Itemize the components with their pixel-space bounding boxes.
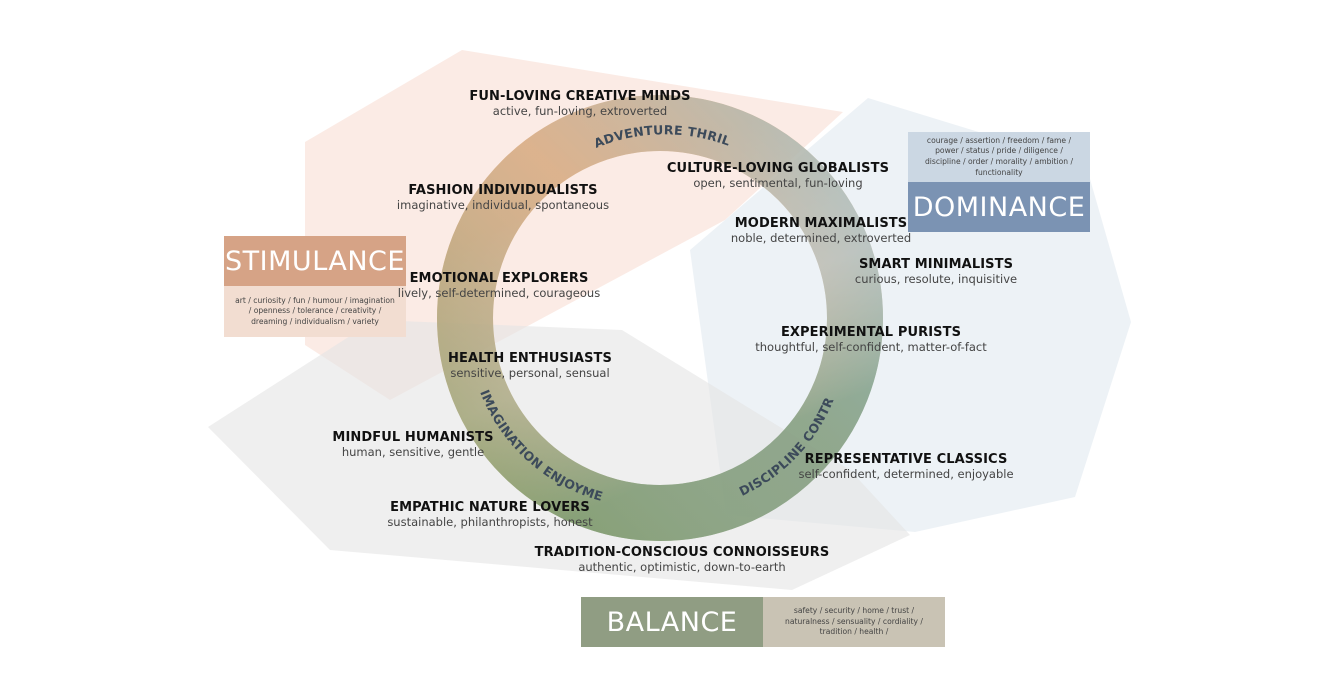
segment-name: SMART MINIMALISTS (858, 257, 1014, 272)
segment-name: HEALTH ENTHUSIASTS (448, 351, 612, 366)
segment-traits: lively, self-determined, courageous (397, 285, 601, 300)
segment-name: FASHION INDIVIDUALISTS (408, 183, 598, 198)
segment-tradition-conscious-connoisseurs: TRADITION-CONSCIOUS CONNOISSEURS authent… (534, 545, 830, 574)
segment-name: REPRESENTATIVE CLASSICS (804, 452, 1008, 467)
segment-modern-maximalists: MODERN MAXIMALISTS noble, determined, ex… (730, 216, 912, 245)
segment-name: CULTURE-LOVING GLOBALISTS (666, 161, 890, 176)
segment-traits: sensitive, personal, sensual (450, 365, 610, 380)
segment-traits: curious, resolute, inquisitive (854, 271, 1018, 286)
segment-fun-loving-creative-minds: FUN-LOVING CREATIVE MINDS active, fun-lo… (469, 89, 691, 118)
segment-name: TRADITION-CONSCIOUS CONNOISSEURS (534, 545, 830, 560)
segment-fashion-individualists: FASHION INDIVIDUALISTS imaginative, indi… (396, 183, 610, 212)
balance-title: BALANCE (581, 597, 763, 647)
segment-name: FUN-LOVING CREATIVE MINDS (469, 89, 691, 104)
segment-smart-minimalists: SMART MINIMALISTS curious, resolute, inq… (854, 257, 1018, 286)
stimulance-title: STIMULANCE (224, 236, 406, 286)
segment-experimental-purists: EXPERIMENTAL PURISTS thoughtful, self-co… (755, 325, 987, 354)
segment-traits: thoughtful, self-confident, matter-of-fa… (755, 339, 987, 354)
ring-overlay (437, 95, 883, 541)
dominance-box: courage / assertion / freedom / fame / p… (908, 132, 1090, 232)
segment-empathic-nature-lovers: EMPATHIC NATURE LOVERS sustainable, phil… (387, 500, 593, 529)
segment-culture-loving-globalists: CULTURE-LOVING GLOBALISTS open, sentimen… (666, 161, 890, 190)
segment-traits: sustainable, philanthropists, honest (387, 514, 593, 529)
segment-name: EMPATHIC NATURE LOVERS (390, 500, 590, 515)
balance-box: BALANCE safety / security / home / trust… (581, 597, 945, 647)
segment-traits: authentic, optimistic, down-to-earth (578, 559, 786, 574)
segment-traits: active, fun-loving, extroverted (492, 103, 668, 118)
segment-traits: self-confident, determined, enjoyable (798, 466, 1014, 481)
segment-traits: human, sensitive, gentle (341, 444, 485, 459)
segment-traits: noble, determined, extroverted (730, 230, 912, 245)
stimulance-box: STIMULANCE art / curiosity / fun / humou… (224, 236, 406, 337)
segment-name: EMOTIONAL EXPLORERS (409, 271, 589, 286)
segment-name: EXPERIMENTAL PURISTS (780, 325, 962, 340)
segment-health-enthusiasts: HEALTH ENTHUSIASTS sensitive, personal, … (448, 351, 612, 380)
dominance-words: courage / assertion / freedom / fame / p… (908, 132, 1090, 182)
balance-words: safety / security / home / trust / natur… (763, 597, 945, 647)
segment-traits: open, sentimental, fun-loving (693, 175, 863, 190)
segment-emotional-explorers: EMOTIONAL EXPLORERS lively, self-determi… (397, 271, 601, 300)
dominance-title: DOMINANCE (908, 182, 1090, 232)
segment-traits: imaginative, individual, spontaneous (396, 197, 610, 212)
segment-name: MODERN MAXIMALISTS (734, 216, 908, 231)
segment-mindful-humanists: MINDFUL HUMANISTS human, sensitive, gent… (332, 430, 494, 459)
segment-representative-classics: REPRESENTATIVE CLASSICS self-confident, … (798, 452, 1014, 481)
segment-name: MINDFUL HUMANISTS (332, 430, 494, 445)
stimulance-words: art / curiosity / fun / humour / imagina… (224, 286, 406, 337)
